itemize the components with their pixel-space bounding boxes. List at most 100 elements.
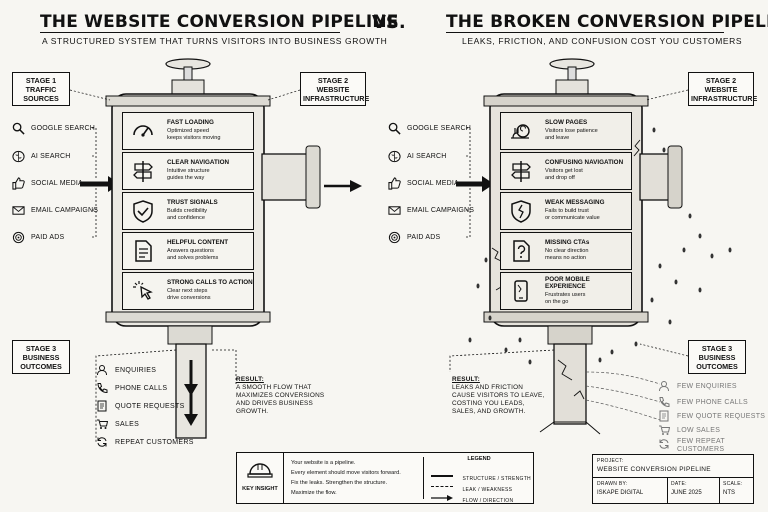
stage-name: WEBSITE (704, 85, 738, 94)
result-line: LEAKS AND FRICTION (452, 384, 524, 391)
left-subtitle: A STRUCTURED SYSTEM THAT TURNS VISITORS … (42, 36, 388, 46)
right-source-ai-search: AI SEARCH (388, 150, 447, 163)
stage-name: WEBSITE (316, 85, 350, 94)
stage-name: OUTCOMES (696, 362, 738, 371)
project-label: PROJECT: (597, 458, 624, 464)
search-icon (12, 122, 25, 135)
legend-item-flow: FLOW / DIRECTION (431, 489, 513, 507)
signpost-icon (511, 161, 531, 182)
panel-title: FAST LOADING (167, 119, 214, 126)
stage-name: TRAFFIC (25, 85, 57, 94)
panel-title: HELPFUL CONTENT (167, 239, 229, 246)
key-insight-box: KEY INSIGHT Your website is a pipeline. … (236, 452, 534, 504)
panel-title: STRONG CALLS TO ACTION (167, 279, 253, 286)
project-name: WEBSITE CONVERSION PIPELINE (597, 466, 711, 473)
legend-item-structure: STRUCTURE / STRENGTH (431, 467, 531, 485)
refresh-icon (97, 437, 107, 447)
speedometer-icon (133, 125, 153, 137)
legend-title: LEGEND (467, 456, 491, 462)
divider (593, 477, 753, 478)
stage-label: STAGE 2 (705, 76, 737, 85)
envelope-icon (12, 206, 25, 215)
panel-title: TRUST SIGNALS (167, 199, 218, 206)
source-label: GOOGLE SEARCH (407, 125, 472, 132)
key-insight-line: Maximize the flow. (291, 490, 337, 496)
outcome-label: FEW REPEAT CUSTOMERS (677, 438, 725, 454)
legend-arrow-icon (431, 494, 453, 501)
right-outcome-low-sales: LOW SALES (658, 424, 720, 436)
right-title: THE BROKEN CONVERSION PIPELINE (446, 12, 768, 32)
drawn-by-label: DRAWN BY: (597, 481, 628, 487)
divider (719, 477, 720, 503)
legend-label: FLOW / DIRECTION (462, 498, 514, 504)
person-icon (97, 365, 107, 376)
divider (423, 457, 424, 499)
key-insight-label: KEY INSIGHT (242, 486, 278, 492)
panel-desc: and solves problems (167, 255, 219, 261)
right-source-social-media: SOCIAL MEDIA (388, 177, 459, 190)
right-outcome-few-enquiries: FEW ENQUIRIES (658, 380, 737, 392)
panel-desc: and drop off (545, 175, 575, 181)
left-stage3-box: STAGE 3 BUSINESS OUTCOMES (12, 340, 70, 374)
panel-missing-ctas: MISSING CTAs No clear direction means no… (500, 232, 632, 270)
right-outcome-few-repeat-customers: FEW REPEAT CUSTOMERS (658, 438, 725, 454)
panel-title: CLEAR NAVIGATION (167, 159, 230, 166)
panel-desc: Visitors lose patience (545, 128, 598, 134)
cracked-shield-icon (511, 200, 531, 223)
left-outcome-quote-requests: QUOTE REQUESTS (96, 400, 185, 412)
panel-clear-navigation: CLEAR NAVIGATION Intuitive structure gui… (122, 152, 254, 190)
result-heading: RESULT: (236, 376, 324, 384)
key-insight-text: Your website is a pipeline. Every elemen… (291, 458, 401, 498)
panel-title: SLOW PAGES (545, 119, 588, 126)
source-label: SOCIAL MEDIA (31, 180, 83, 187)
result-heading-text: RESULT: (236, 376, 264, 383)
source-label: EMAIL CAMPAIGNS (407, 207, 475, 214)
brain-icon (12, 150, 25, 163)
legend-label: LEAK / WEAKNESS (462, 487, 513, 493)
stage-name: SOURCES (23, 94, 59, 103)
left-panels: FAST LOADING Optimized speed keeps visit… (122, 112, 254, 310)
cart-icon (97, 419, 108, 429)
panel-slow-pages: SLOW PAGES Visitors lose patience and le… (500, 112, 632, 150)
stage-name: OUTCOMES (20, 362, 62, 371)
right-source-paid-ads: PAID ADS (388, 231, 440, 244)
source-label: PAID ADS (407, 234, 441, 241)
panel-title: WEAK MESSAGING (545, 199, 605, 206)
cursor-click-icon (133, 281, 153, 300)
result-heading: RESULT: (452, 376, 544, 384)
drawn-by-value: ISKAPE DIGITAL (597, 490, 644, 496)
panel-desc: Fails to build trust (545, 208, 589, 214)
left-title: THE WEBSITE CONVERSION PIPELINE (40, 12, 399, 32)
outcome-label: PHONE CALLS (115, 384, 168, 392)
legend-item-leak: LEAK / WEAKNESS (431, 478, 512, 496)
outcome-label: LOW SALES (677, 426, 721, 434)
right-panels: SLOW PAGES Visitors lose patience and le… (500, 112, 632, 310)
result-line: A SMOOTH FLOW THAT (236, 384, 312, 391)
divider (283, 453, 284, 503)
search-icon (388, 122, 401, 135)
panel-desc: and leave (545, 135, 570, 141)
source-label: EMAIL CAMPAIGNS (31, 207, 99, 214)
result-heading-text: RESULT: (452, 376, 480, 383)
source-label: GOOGLE SEARCH (31, 125, 96, 132)
quote-doc-icon (97, 400, 107, 412)
panel-strong-calls-to-action: STRONG CALLS TO ACTION Clear next steps … (122, 272, 254, 310)
left-title-underline (40, 32, 340, 33)
target-icon (388, 231, 401, 244)
mobile-icon (514, 280, 528, 302)
result-line: GROWTH. (236, 408, 269, 415)
result-line: SALES, AND GROWTH. (452, 408, 526, 415)
right-outcome-few-quote-requests: FEW QUOTE REQUESTS (658, 410, 765, 422)
shield-check-icon (133, 200, 153, 223)
left-source-ai-search: AI SEARCH (12, 150, 71, 163)
panel-desc: Optimized speed (167, 128, 209, 134)
phone-icon (659, 397, 670, 408)
left-stage2-box: STAGE 2 WEBSITE INFRASTRUCTURE (300, 72, 369, 106)
left-source-paid-ads: PAID ADS (12, 231, 64, 244)
quote-doc-icon (659, 410, 669, 422)
scale-value: NTS (723, 490, 735, 496)
result-line: AND DRIVES BUSINESS (236, 400, 313, 407)
target-icon (12, 231, 25, 244)
date-value: JUNE 2025 (671, 490, 702, 496)
right-source-email-campaigns: EMAIL CAMPAIGNS (388, 204, 474, 217)
